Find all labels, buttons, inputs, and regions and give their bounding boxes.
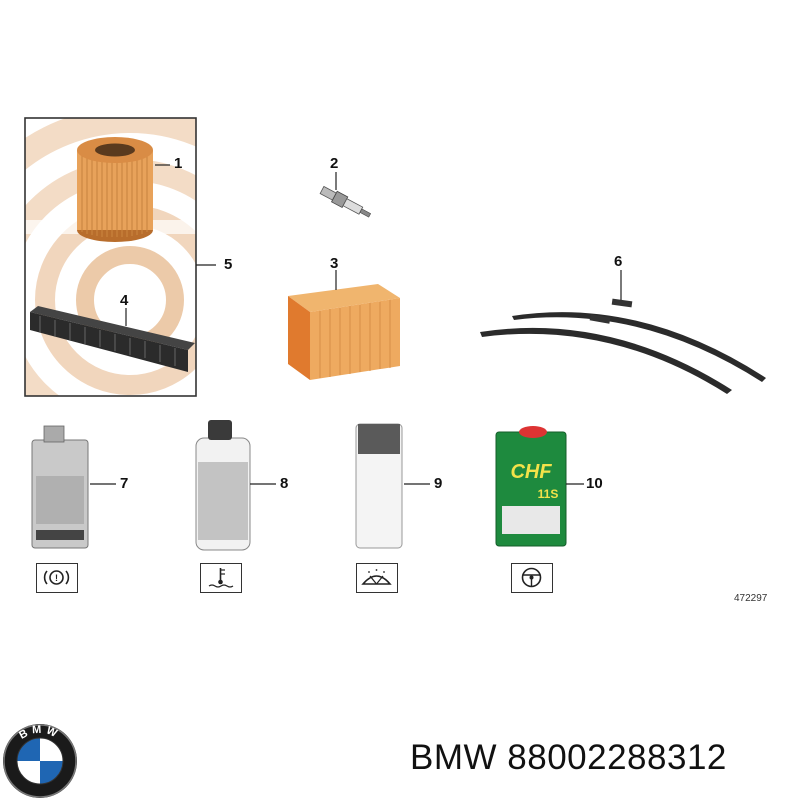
air-filter	[288, 284, 400, 380]
washer-fluid-bottle	[355, 423, 403, 549]
spark-plug	[319, 185, 372, 218]
callout-4: 4	[120, 292, 129, 309]
wiper-blades	[480, 298, 766, 394]
windshield-washer-icon	[356, 563, 398, 593]
callout-3: 3	[330, 255, 339, 272]
callout-6: 6	[614, 253, 623, 270]
callout-10: 10	[586, 475, 603, 492]
bmw-logo: BMW	[3, 724, 77, 798]
coolant-temperature-icon	[200, 563, 242, 593]
drawing-number: 472297	[734, 593, 768, 604]
cabin-filter	[30, 306, 195, 372]
chf-sub-label: 11S	[538, 487, 559, 501]
coolant-bottle	[195, 420, 251, 551]
callout-5: 5	[224, 256, 233, 273]
steering-wheel-icon	[511, 563, 553, 593]
callout-7: 7	[120, 475, 129, 492]
callout-1: 1	[174, 155, 183, 172]
brake-fluid-can	[31, 425, 89, 549]
brake-fluid-icon: !	[36, 563, 78, 593]
brand-part-number: BMW 88002288312	[410, 738, 727, 777]
chf-label: CHF	[510, 461, 552, 483]
callout-9: 9	[434, 475, 443, 492]
chf-hydraulic-fluid-can: CHF 11S	[495, 426, 567, 547]
svg-text:!: !	[55, 573, 58, 583]
callout-2: 2	[330, 155, 339, 172]
callout-8: 8	[280, 475, 289, 492]
oil-filter	[77, 137, 153, 242]
